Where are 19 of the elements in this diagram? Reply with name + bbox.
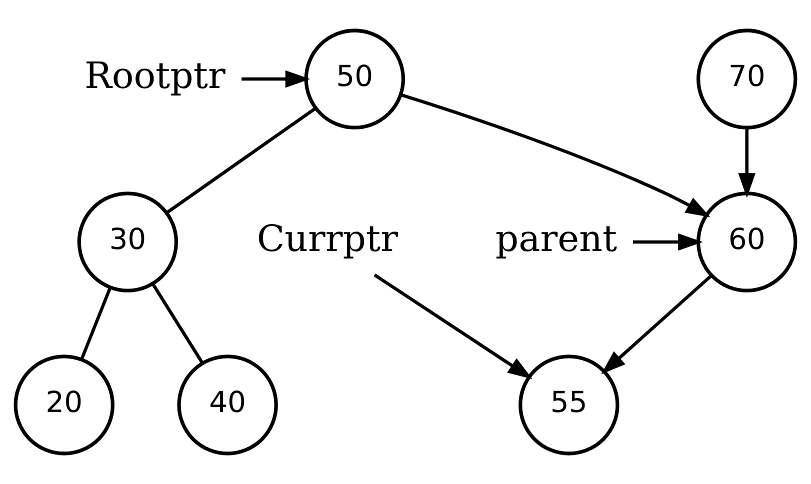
connector — [166, 107, 316, 214]
node-text: Rootptr — [84, 54, 226, 98]
node-circle: 20 — [14, 354, 114, 456]
node-circle: 55 — [518, 354, 620, 456]
node-circle: 40 — [177, 354, 278, 456]
node-text: Currptr — [256, 217, 398, 260]
connector — [80, 288, 112, 360]
node-circle: 70 — [696, 28, 798, 130]
arrow — [400, 93, 710, 218]
node-circle: 60 — [696, 192, 798, 292]
node-text: parent — [495, 217, 618, 260]
arrow — [601, 274, 712, 374]
node-circle: 50 — [304, 28, 406, 130]
connector — [152, 283, 204, 364]
arrow — [374, 274, 532, 380]
arrow — [632, 233, 703, 251]
arrow — [242, 70, 310, 88]
arrow — [738, 128, 756, 198]
node-circle: 30 — [77, 192, 178, 292]
